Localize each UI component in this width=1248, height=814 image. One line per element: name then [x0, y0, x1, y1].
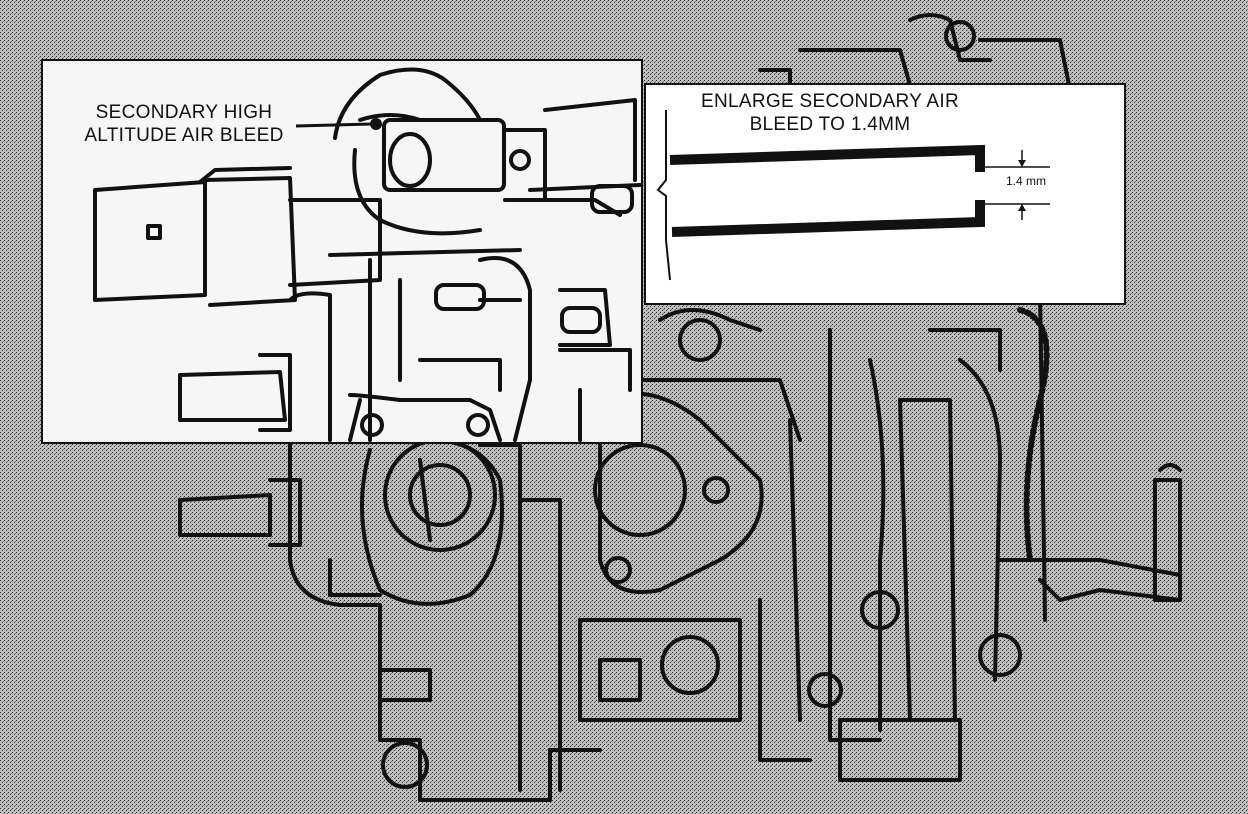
air-bleed-port: [370, 118, 382, 130]
leader-line-high-altitude: [295, 122, 373, 128]
inset-bleed-cross-section: [644, 83, 1126, 305]
callout-enlarge-line1: ENLARGE SECONDARY AIR: [701, 91, 959, 112]
carburetor-lower-body: [178, 13, 1182, 802]
callout-enlarge-secondary-air-bleed: ENLARGE SECONDARY AIR BLEED TO 1.4MM: [660, 90, 1000, 136]
inset-air-bleed-detail: [41, 59, 643, 444]
callout-high-line1: SECONDARY HIGH: [95, 102, 273, 123]
callout-secondary-high-altitude-air-bleed: SECONDARY HIGH ALTITUDE AIR BLEED: [64, 101, 304, 147]
callout-high-line2: ALTITUDE AIR BLEED: [84, 125, 284, 146]
callout-enlarge-line2: BLEED TO 1.4MM: [749, 114, 911, 135]
dimension-label: 1.4 mm: [1005, 174, 1046, 188]
